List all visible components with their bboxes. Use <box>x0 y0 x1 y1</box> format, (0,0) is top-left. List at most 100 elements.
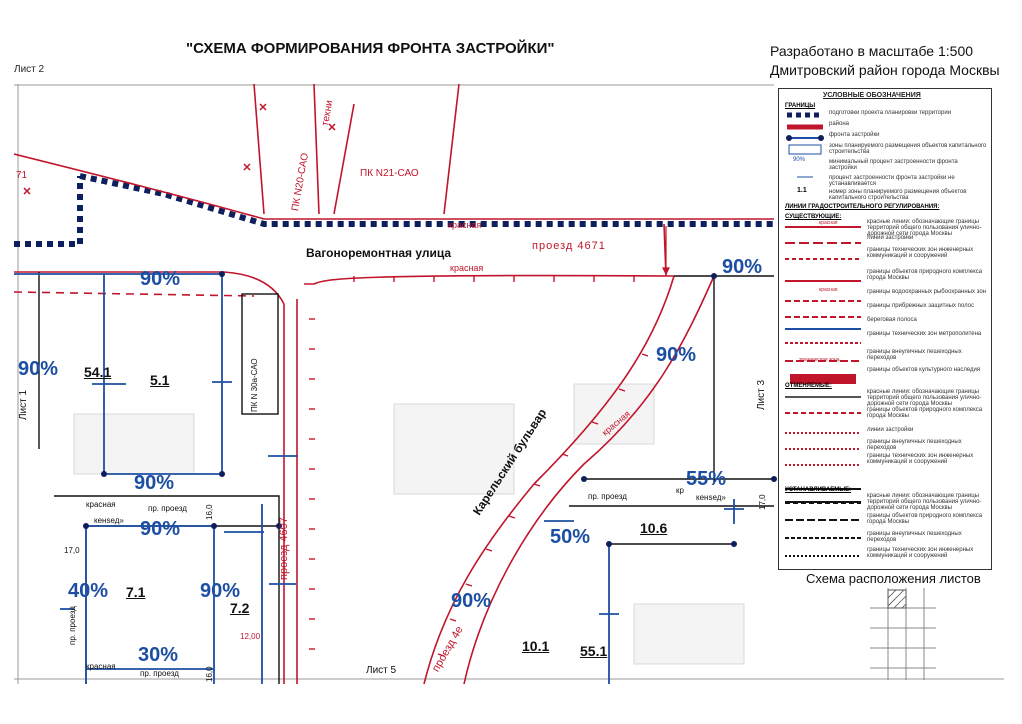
zone-number: 10.6 <box>640 520 668 536</box>
legend-item: района <box>829 121 850 127</box>
legend-symbols-lines <box>785 226 861 504</box>
sheet-arrangement-title: Схема расположения листов <box>806 571 981 586</box>
percent-label: 50% <box>550 526 591 548</box>
sheet-frame <box>14 84 1004 684</box>
label-kr: кр <box>676 486 684 495</box>
legend-symbols-established <box>785 501 861 557</box>
label-pk-30a: ПК N 30а-САО <box>250 358 259 412</box>
percent-label: 90% <box>18 358 59 380</box>
label-pr-proezd: пр. проезд <box>588 492 627 501</box>
percent-label: 90% <box>134 472 175 494</box>
legend-item: линии застройки <box>867 427 914 433</box>
legend-item: границы технических зон инженерных комму… <box>867 547 974 559</box>
label-pk-21: ПК N21-САО <box>360 168 419 179</box>
sheet-label: Лист 2 <box>14 64 45 75</box>
legend-item: номер зоны планируемого размещения объек… <box>829 189 967 201</box>
legend-cancelled: ОТМЕНЯЕМЫЕ: <box>785 383 832 389</box>
legend-small: красная <box>819 287 838 293</box>
percent-label: 30% <box>138 644 179 666</box>
legend-item: границы объектов культурного наследия <box>867 367 981 373</box>
sheet-1-label: Лист 1 <box>18 389 29 420</box>
faint-buildings <box>73 383 745 665</box>
cross-markers <box>23 103 336 195</box>
legend-item: границы объектов природного комплекса го… <box>867 407 983 419</box>
label-krasnaya-mid: красная <box>450 263 484 273</box>
legend-top-items: подготовки проекта планировки территории… <box>829 110 987 203</box>
percent-label: 90% <box>451 590 492 612</box>
legend-granicy: ГРАНИЦЫ <box>785 103 816 109</box>
legend-item: границы внеуличных пешеходных переходов <box>867 531 962 543</box>
legend-small: красная <box>819 220 838 226</box>
red-ticks <box>309 276 649 657</box>
legend-panel: УСЛОВНЫЕ ОБОЗНАЧЕНИЯ ГРАНИЦЫ 90% 1.1 под… <box>778 88 992 570</box>
legend-item: красные линии: обозначающие границы терр… <box>867 389 982 407</box>
legend-item: минимальный процент застроенности фронта… <box>829 159 958 171</box>
legend-item: красные линии: обозначающие границы терр… <box>867 493 982 511</box>
legend-item: подготовки проекта планировки территории <box>829 110 952 116</box>
legend-established: УСТАНАВЛИВАЕМЫЕ: <box>785 487 852 493</box>
legend-item: границы внеуличных пешеходных переходов <box>867 349 962 361</box>
label-71: 71 <box>16 170 28 181</box>
label-rotated: кенsед» <box>696 493 726 502</box>
percent-label: 90% <box>140 268 181 290</box>
project-boundary <box>14 173 774 247</box>
legend-section-lines: ЛИНИИ ГРАДОСТРОИТЕЛЬНОГО РЕГУЛИРОВАНИЯ: <box>785 204 940 210</box>
legend-pct-sample: 90% <box>793 157 806 163</box>
legend-symbols-top <box>786 112 824 178</box>
legend-title: УСЛОВНЫЕ ОБОЗНАЧЕНИЯ <box>823 92 921 99</box>
building-front-lines <box>14 273 744 684</box>
percent-label: 90% <box>140 518 181 540</box>
sheet-5-label: Лист 5 <box>366 665 397 676</box>
label-krasnaya-top: красная <box>448 220 482 230</box>
street-vagonoremontnaya: Вагоноремонтная улица <box>306 246 452 260</box>
legend-item: границы водоохранных рыбоохранных зон <box>867 289 986 295</box>
zone-number: 7.2 <box>230 600 250 616</box>
dimension-arrow <box>662 226 670 276</box>
sheet-arrangement-grid <box>870 588 936 680</box>
document-title: "СХЕМА ФОРМИРОВАНИЯ ФРОНТА ЗАСТРОЙКИ" <box>186 40 555 57</box>
percent-label: 90% <box>656 344 697 366</box>
dimension-label: 17,0 <box>758 494 767 510</box>
zone-number: 5.1 <box>150 372 170 388</box>
street-proezd-4671: проезд 4671 <box>532 240 606 252</box>
percent-label: 90% <box>200 580 241 602</box>
legend-num-sample: 1.1 <box>797 187 807 194</box>
label-krasnaya: красная <box>86 500 116 509</box>
legend-existing-items: красные линии: обозначающие границы терр… <box>867 219 987 381</box>
label-pr-proezd: пр. проезд <box>68 606 77 645</box>
dimension-label: 12,00 <box>240 632 261 641</box>
dimension-label: 16,0 <box>205 504 214 520</box>
legend-item: зоны планируемого размещения объектов ка… <box>829 143 987 155</box>
legend-item: границы технических зон инженерных комму… <box>867 453 974 465</box>
percent-label: 55% <box>686 468 727 490</box>
district-line: Дмитровский район города Москвы <box>770 62 1000 78</box>
legend-established-items: красные линии: обозначающие границы терр… <box>867 493 987 565</box>
legend-item: границы объектов природного комплекса го… <box>867 513 983 525</box>
label-pr-proezd: пр. проезд <box>140 669 179 678</box>
zone-number: 7.1 <box>126 584 146 600</box>
label-rotated: кенsед» <box>94 516 124 525</box>
dimension-label: 16,0 <box>205 666 214 682</box>
legend-item: фронта застройки <box>829 132 880 138</box>
legend-cancelled-items: красные линии: обозначающие границы терр… <box>867 389 987 471</box>
legend-item: границы технических зон метрополитена <box>867 331 982 337</box>
legend-item: береговая полоса <box>867 317 917 323</box>
percent-label: 90% <box>722 256 763 278</box>
scale-info: Разработано в масштабе 1:500 Дмитровский… <box>770 42 1000 80</box>
legend-small: техническая зона <box>799 357 840 363</box>
scale-line: Разработано в масштабе 1:500 <box>770 43 974 59</box>
dimension-label: 17,0 <box>64 546 80 555</box>
sheet-3-label: Лист 3 <box>756 379 767 410</box>
legend-item: границы объектов природного комплекса го… <box>867 269 983 281</box>
street-proezd-4607: проезд 4607 <box>278 517 290 580</box>
zone-number: 10.1 <box>522 638 550 654</box>
front-nodes <box>83 271 777 547</box>
label-krasnaya: красная <box>86 662 116 671</box>
legend-item: процент застроенности фронта застройки н… <box>829 175 955 187</box>
zone-number: 55.1 <box>580 643 608 659</box>
zone-number: 54.1 <box>84 364 112 380</box>
legend-item: границы прибрежных защитных полос <box>867 303 975 309</box>
legend-item: линии застройки <box>867 235 914 241</box>
red-lines <box>14 84 774 684</box>
percent-label: 40% <box>68 580 109 602</box>
